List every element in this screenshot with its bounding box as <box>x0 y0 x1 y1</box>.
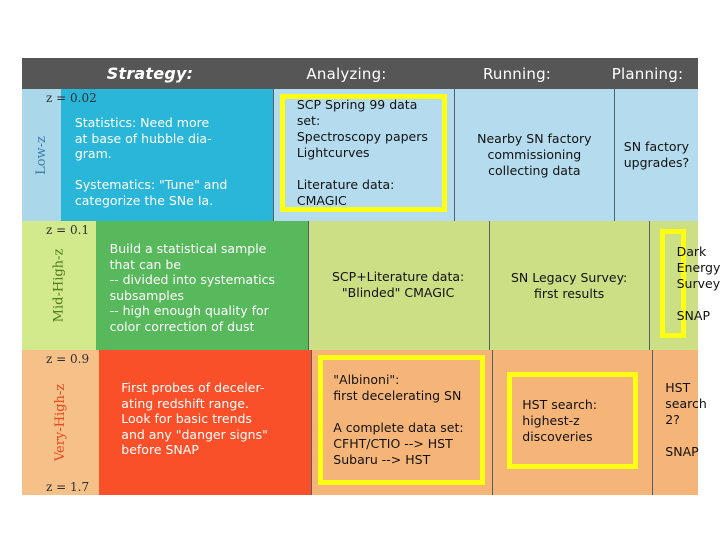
matrix-body: z = 0.02 Low-z Statistics: Need more at … <box>22 89 720 495</box>
spine-low-z: Low-z <box>22 89 61 221</box>
header-strategy: Strategy: <box>106 64 194 83</box>
analyzing-box-low-z: SCP Spring 99 data set: Spectroscopy pap… <box>279 94 447 212</box>
cell-strategy-mid-high-z: Build a statistical sample that can be -… <box>95 221 308 350</box>
table-row: z = 0.02 Low-z Statistics: Need more at … <box>22 89 698 221</box>
spine-label-very-high-z: Very-High-z <box>53 383 69 462</box>
strategy-matrix: Strategy: Analyzing: Running: Planning: … <box>22 58 720 495</box>
strategy-text-mid-high-z: Build a statistical sample that can be -… <box>109 241 275 334</box>
table-row: z = 0.1 Mid-High-z Build a statistical s… <box>22 221 720 350</box>
strategy-text-low-z: Statistics: Need more at base of hubble … <box>74 115 228 208</box>
cell-planning-mid-high-z: Dark Energy Survey SNAP <box>648 221 720 350</box>
header-running: Running: <box>482 64 552 83</box>
header-spine-corner <box>22 58 44 89</box>
running-box-mid-high-z: SN Legacy Survey: first results <box>510 269 628 301</box>
planning-box-mid-high-z: Dark Energy Survey SNAP <box>659 229 720 338</box>
table-row: z = 0.9 z = 1.7 Very-High-z First probes… <box>22 350 707 495</box>
planning-box-low-z: SN factory upgrades? <box>623 139 690 170</box>
planning-box-very-high-z: HST search 2? SNAP <box>665 379 707 459</box>
cell-strategy-low-z: Statistics: Need more at base of hubble … <box>60 89 273 221</box>
cell-analyzing-mid-high-z: SCP+Literature data: "Blinded" CMAGIC <box>307 221 489 350</box>
matrix-header-row: Strategy: Analyzing: Running: Planning: <box>22 58 698 89</box>
cell-running-mid-high-z: SN Legacy Survey: first results <box>488 221 649 350</box>
spine-label-low-z: Low-z <box>33 135 49 175</box>
cell-planning-low-z: SN factory upgrades? <box>613 89 698 221</box>
analyzing-box-very-high-z: "Albinoni": first decelerating SN A comp… <box>318 355 486 485</box>
running-box-low-z: Nearby SN factory commissioning collecti… <box>477 131 592 178</box>
cell-planning-very-high-z: HST search 2? SNAP <box>652 350 707 495</box>
strategy-text-very-high-z: First probes of deceler- ating redshift … <box>121 380 268 457</box>
analyzing-box-mid-high-z: SCP+Literature data: "Blinded" CMAGIC <box>332 268 465 300</box>
cell-strategy-very-high-z: First probes of deceler- ating redshift … <box>99 350 312 495</box>
spine-very-high-z: Very-High-z <box>22 350 100 495</box>
header-analyzing: Analyzing: <box>306 64 387 83</box>
header-planning: Planning: <box>611 64 684 83</box>
spine-mid-high-z: Mid-High-z <box>22 221 96 350</box>
cell-running-very-high-z: HST search: highest-z discoveries <box>492 350 653 495</box>
spine-label-mid-high-z: Mid-High-z <box>51 248 67 323</box>
cell-running-low-z: Nearby SN factory commissioning collecti… <box>453 89 614 221</box>
running-box-very-high-z: HST search: highest-z discoveries <box>507 372 639 469</box>
cell-analyzing-low-z: SCP Spring 99 data set: Spectroscopy pap… <box>272 89 454 221</box>
cell-analyzing-very-high-z: "Albinoni": first decelerating SN A comp… <box>311 350 493 495</box>
